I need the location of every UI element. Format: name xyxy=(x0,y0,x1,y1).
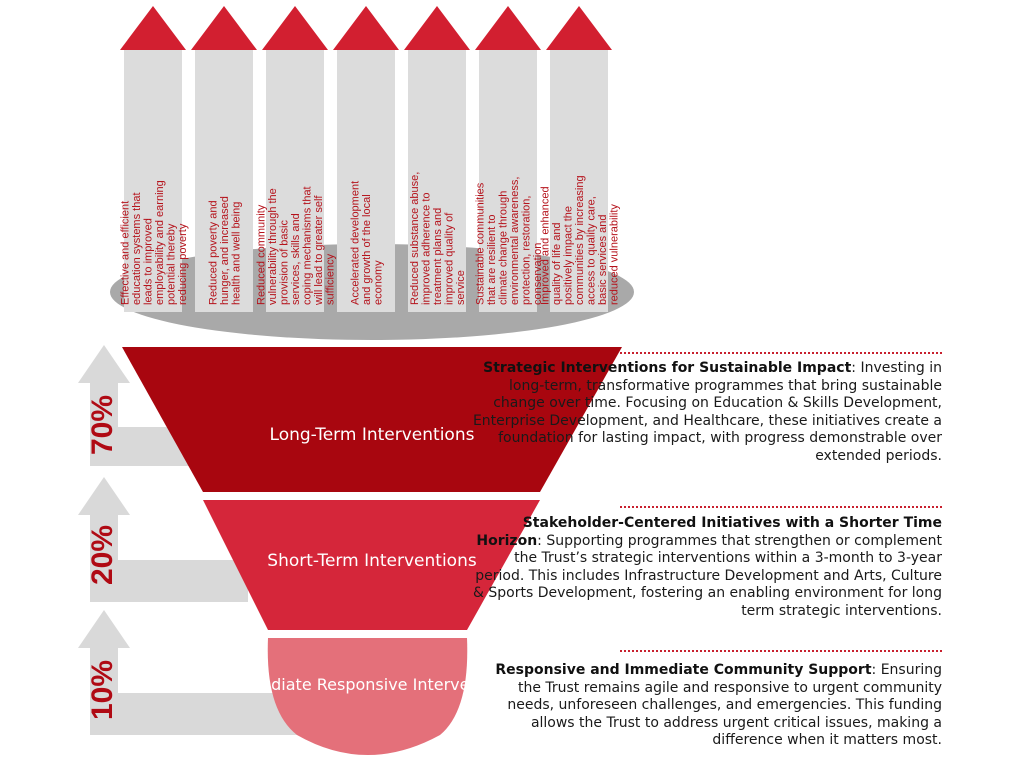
divider-long-term xyxy=(620,352,942,354)
outcome-arrow-body xyxy=(266,50,324,312)
outcome-arrow-head xyxy=(120,6,186,50)
desc-short-term: Stakeholder-Centered Initiatives with a … xyxy=(470,515,942,620)
outcome-text: Sustainable communitiesthat are resilien… xyxy=(474,177,544,305)
outcome-arrow-body xyxy=(337,50,395,312)
outcome-arrow-head xyxy=(262,6,328,50)
percent-70: 70% xyxy=(86,395,119,455)
outcome-arrow-head xyxy=(546,6,612,50)
divider-short-term xyxy=(620,506,942,508)
outcome-arrow-body xyxy=(124,50,182,312)
side-arrow-70 xyxy=(78,345,200,466)
outcome-arrow-5: Reduced substance abuse,improved adheren… xyxy=(404,6,470,312)
side-arrow-70-shape xyxy=(78,345,200,466)
outcome-text: Reduced poverty andhunger, and increased… xyxy=(208,196,243,305)
outcome-arrow-7: Improved and enhancedquality of life and… xyxy=(540,6,621,312)
outcome-text: Reduced substance abuse,improved adheren… xyxy=(409,172,467,305)
outcome-arrows: Effective and efficienteducation systems… xyxy=(119,6,621,312)
outcome-text: Reduced communityvulnerability through t… xyxy=(256,186,337,306)
desc-immediate: Responsive and Immediate Community Suppo… xyxy=(470,662,942,750)
outcome-arrow-1: Effective and efficienteducation systems… xyxy=(119,6,189,312)
outcome-arrow-head xyxy=(475,6,541,50)
tier-label-short-term-line1: Short-Term Interventions xyxy=(267,551,477,571)
outcome-arrow-body xyxy=(479,50,537,312)
side-arrow-10-shape xyxy=(78,610,298,735)
percent-10: 10% xyxy=(86,660,119,720)
outcome-arrow-head xyxy=(333,6,399,50)
funnel-tier-immediate xyxy=(267,638,468,755)
tier-label-immediate: Immediate Responsive Interventions xyxy=(225,675,518,694)
desc-immediate-text: : Ensuring the Trust remains agile and r… xyxy=(507,662,942,748)
tier-label-long-term: Long-Term Interventions xyxy=(270,425,475,445)
outcome-arrow-3: Reduced communityvulnerability through t… xyxy=(256,6,337,312)
desc-long-term: Strategic Interventions for Sustainable … xyxy=(470,360,942,465)
outcome-text: Improved and enhancedquality of life and… xyxy=(540,175,621,305)
desc-short-term-text: : Supporting programmes that strengthen … xyxy=(473,532,942,619)
outcome-text: Accelerated developmentand growth of the… xyxy=(350,181,385,305)
funnel-tier-short-term xyxy=(203,500,540,630)
outcome-arrow-body xyxy=(195,50,253,312)
outcome-arrow-head xyxy=(404,6,470,50)
side-arrow-20 xyxy=(78,477,248,602)
side-arrow-20-shape xyxy=(78,477,248,602)
outcome-arrow-body xyxy=(550,50,608,312)
outcome-arrow-head xyxy=(191,6,257,50)
outcome-arrow-6: Sustainable communitiesthat are resilien… xyxy=(474,6,544,312)
desc-long-term-title: Strategic Interventions for Sustainable … xyxy=(483,360,852,376)
desc-long-term-text: : Investing in long-term, transformative… xyxy=(472,360,942,464)
desc-short-term-title: Stakeholder-Centered Initiatives with a … xyxy=(476,515,942,549)
outcome-arrow-4: Accelerated developmentand growth of the… xyxy=(333,6,399,312)
desc-immediate-title: Responsive and Immediate Community Suppo… xyxy=(495,662,872,678)
divider-immediate xyxy=(620,650,942,652)
outcome-text: Effective and efficienteducation systems… xyxy=(119,180,189,305)
percent-20: 20% xyxy=(86,525,119,585)
outcome-arrow-body xyxy=(408,50,466,312)
side-arrow-10 xyxy=(78,610,298,735)
outcome-arrow-2: Reduced poverty andhunger, and increased… xyxy=(191,6,257,312)
funnel-tier-long-term xyxy=(122,347,622,492)
